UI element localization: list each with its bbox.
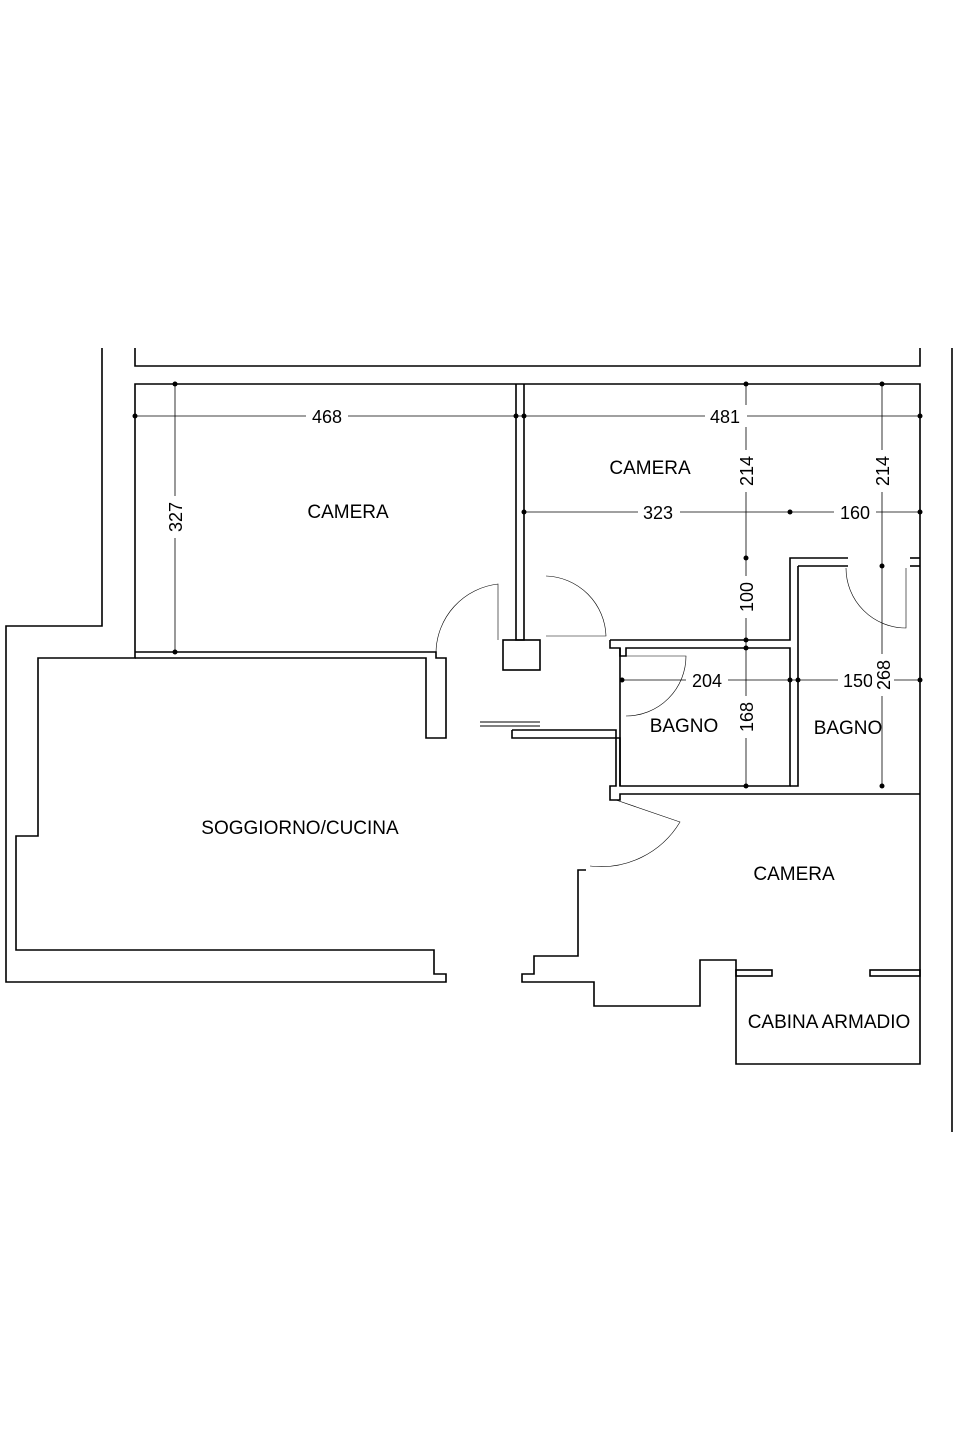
room-camera-top-left: CAMERA — [307, 502, 389, 523]
dim-323: 323 — [643, 503, 673, 523]
dimension-labels: 468 481 323 160 204 150 327 214 214 100 … — [164, 405, 894, 738]
outer-walls — [5, 348, 953, 1132]
dim-268: 268 — [874, 660, 894, 690]
room-soggiorno-cucina: SOGGIORNO/CUCINA — [201, 818, 399, 839]
dim-100: 100 — [737, 582, 757, 612]
dim-481: 481 — [710, 407, 740, 427]
interior-walls — [135, 384, 921, 977]
dim-150: 150 — [843, 671, 873, 691]
dim-327: 327 — [166, 502, 186, 532]
dim-214-right: 214 — [873, 456, 893, 486]
room-cabina-armadio: CABINA ARMADIO — [748, 1012, 911, 1033]
dim-168: 168 — [737, 702, 757, 732]
room-bagno-left: BAGNO — [650, 716, 719, 737]
room-bagno-right: BAGNO — [814, 718, 883, 739]
door-swings — [435, 567, 907, 867]
room-labels: CAMERA CAMERA SOGGIORNO/CUCINA BAGNO BAG… — [201, 458, 910, 1033]
dim-468: 468 — [312, 407, 342, 427]
dim-160: 160 — [840, 503, 870, 523]
room-camera-top-right: CAMERA — [609, 458, 691, 479]
dim-204: 204 — [692, 671, 722, 691]
room-camera-bottom: CAMERA — [753, 864, 835, 885]
dim-214-left: 214 — [737, 456, 757, 486]
dimension-markers — [132, 381, 923, 789]
